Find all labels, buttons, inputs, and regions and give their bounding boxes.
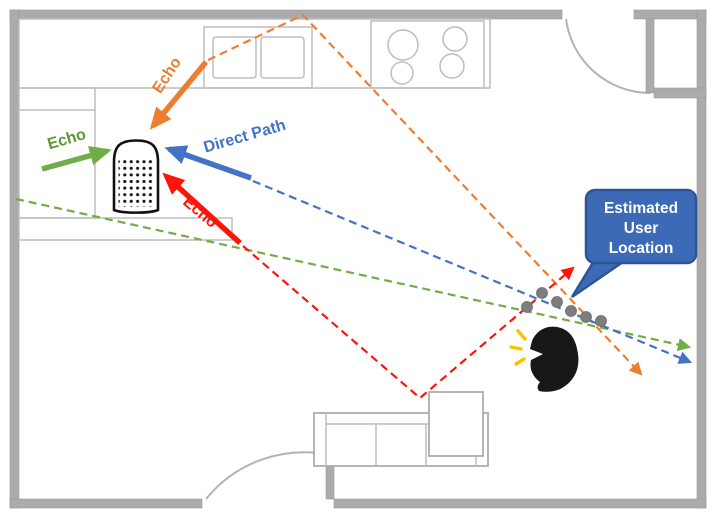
- sample-dot: [595, 315, 607, 327]
- stove: [370, 20, 485, 89]
- callout-box: [584, 188, 698, 265]
- arrow-direct-blue: Direct Path: [164, 117, 288, 181]
- burner: [387, 29, 419, 61]
- talking-person-icon: [509, 326, 579, 392]
- wall-stub: [653, 87, 707, 99]
- direct-path-label: Direct Path: [202, 117, 288, 157]
- path-echo-ceiling-orange: [207, 13, 643, 376]
- direct-path-arrow: [164, 145, 252, 181]
- wall-segment: [696, 9, 707, 509]
- arrow-echo-red: Echo: [162, 172, 242, 246]
- callout-line-2: User: [624, 220, 658, 237]
- sound-wave: [516, 329, 527, 341]
- sample-dot: [580, 311, 592, 323]
- callout-line-1: Estimated: [604, 200, 678, 217]
- burner: [439, 53, 465, 79]
- sink-bowl: [260, 36, 305, 79]
- wall-segment: [9, 9, 20, 509]
- sample-dot: [551, 296, 563, 308]
- smart-speaker-icon: [112, 139, 160, 214]
- wall-segment: [9, 9, 563, 20]
- sink: [203, 26, 313, 89]
- red-echo-path: [242, 245, 575, 400]
- counter-shelf: [18, 217, 233, 241]
- wall-segment: [333, 498, 707, 509]
- path-direct-blue: [252, 179, 693, 364]
- red-echo-arrow: [162, 172, 242, 246]
- sink-outline: [203, 26, 313, 89]
- speaker-grille: [118, 157, 154, 207]
- direct-path-line: [252, 179, 693, 364]
- side-table: [428, 391, 484, 457]
- wall-segment: [9, 498, 203, 509]
- green-echo-path: [15, 197, 692, 352]
- sound-waves-icon: [509, 329, 527, 366]
- path-echo-wall-green: [15, 197, 692, 352]
- echo-label-red: Echo: [179, 193, 220, 231]
- orange-echo-path: [207, 13, 643, 376]
- arrow-echo-orange: Echo: [149, 54, 209, 130]
- path-echo-floor-red: [242, 245, 575, 400]
- sample-dot: [565, 305, 577, 317]
- green-echo-arrow: [41, 146, 112, 172]
- path-sample-dots: [521, 287, 607, 327]
- burner: [390, 61, 414, 85]
- person-head-silhouette: [530, 326, 579, 392]
- orange-echo-arrow: [149, 60, 209, 130]
- sample-dot: [536, 287, 548, 299]
- counter-left-band: [18, 87, 96, 219]
- sample-dot: [521, 301, 533, 313]
- door-leaf: [645, 18, 655, 94]
- estimated-location-callout: Estimated User Location: [570, 188, 698, 299]
- echo-label-green: Echo: [46, 126, 89, 153]
- sound-wave: [514, 357, 526, 366]
- stove-outline: [370, 20, 485, 89]
- walls: [9, 9, 707, 509]
- door-swing-arc: [205, 451, 331, 500]
- sink-bowl: [212, 36, 257, 79]
- door-swing-arc: [565, 18, 651, 94]
- door-top-right: [565, 18, 655, 94]
- burner: [442, 26, 468, 52]
- arrow-echo-green: Echo: [41, 126, 112, 172]
- sound-wave: [509, 345, 523, 351]
- wall-segment: [633, 9, 707, 20]
- callout-line-3: Location: [609, 240, 674, 257]
